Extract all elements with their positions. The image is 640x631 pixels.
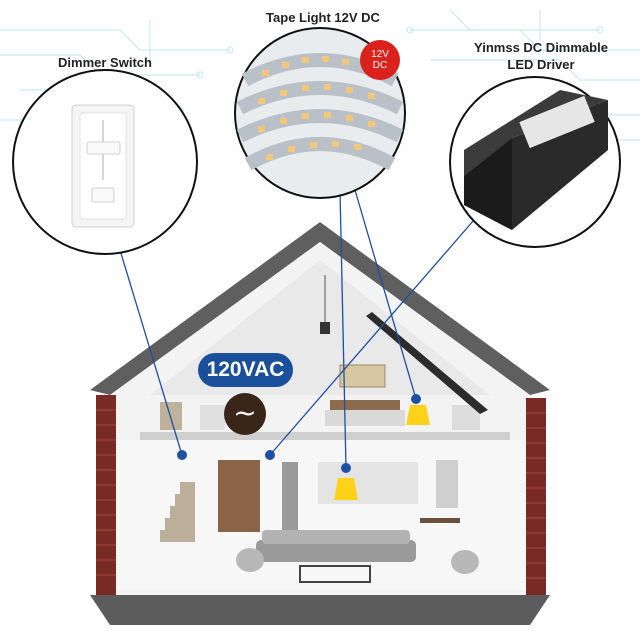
skylight	[366, 312, 488, 414]
tape-light-label: Tape Light 12V DC	[266, 10, 380, 25]
driver-label-line1: Yinmss DC Dimmable	[474, 40, 608, 55]
sofa	[256, 540, 416, 562]
alternating-current-icon: ~	[224, 393, 266, 435]
wiring-connector-lines	[119, 189, 501, 469]
dimmer-switch-icon	[12, 69, 198, 255]
brick-column-right	[526, 398, 546, 596]
connector-endpoints	[177, 394, 421, 473]
staircase	[160, 482, 195, 542]
tape-voltage-badge: 12V DC	[360, 40, 400, 80]
house-cutaway	[90, 222, 550, 625]
door	[218, 460, 260, 532]
mezzanine-floor	[140, 432, 510, 440]
led-light-glow	[334, 405, 430, 500]
foundation	[90, 595, 550, 625]
dimmer-switch-label: Dimmer Switch	[58, 55, 152, 70]
driver-label-line2: LED Driver	[507, 57, 575, 72]
tape-voltage-line1: 12V	[371, 49, 389, 60]
voltage-ac-badge: 120VAC	[198, 353, 293, 387]
tape-voltage-line2: DC	[372, 60, 388, 71]
led-driver-box-icon	[449, 76, 621, 248]
